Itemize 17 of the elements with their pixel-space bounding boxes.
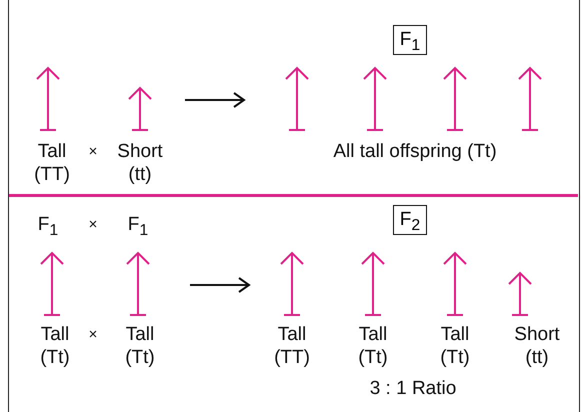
- trait-label: Tall (Tt): [39, 323, 71, 369]
- ratio-label: 3 : 1 Ratio: [370, 377, 456, 400]
- cross-sign: ×: [88, 142, 98, 162]
- trait-label: Tall (Tt): [124, 323, 156, 369]
- trait-label: Tall (TT): [33, 140, 71, 186]
- generation-label: F$_{1}$: [128, 213, 148, 241]
- generation-label: F$_{1}$: [38, 213, 58, 241]
- trait-label: Tall (Tt): [357, 323, 389, 369]
- cross-sign: ×: [88, 215, 98, 235]
- generation-label-box: F$_{1}$: [393, 25, 427, 55]
- trait-label: Tall (Tt): [439, 323, 471, 369]
- trait-label: Short (tt): [116, 140, 164, 186]
- offspring-label: All tall offspring (Tt): [332, 140, 498, 163]
- generation-label-box: F$_{2}$: [393, 205, 427, 235]
- trait-label: Tall (TT): [273, 323, 311, 369]
- cross-sign: ×: [88, 325, 98, 345]
- trait-label: Short (tt): [513, 323, 561, 369]
